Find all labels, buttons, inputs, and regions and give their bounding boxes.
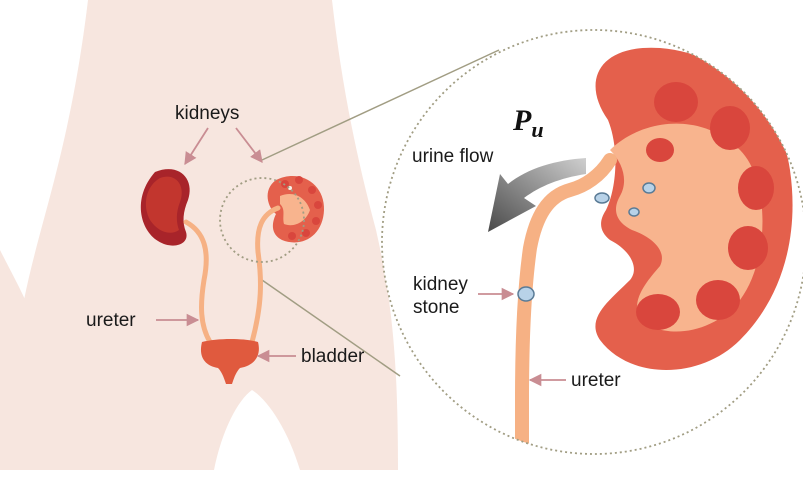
label-kidney-stone-line1: kidney <box>413 273 468 296</box>
label-kidney-stone: kidney stone <box>413 273 468 319</box>
ureter-stone <box>518 287 534 301</box>
pressure-symbol: P <box>513 104 531 137</box>
pressure-subscript: u <box>531 117 543 142</box>
label-ureter-left: ureter <box>86 311 136 330</box>
label-urine-flow: urine flow <box>412 147 493 166</box>
body-silhouette <box>22 0 398 470</box>
label-bladder: bladder <box>301 347 364 366</box>
pressure-label: Pu <box>513 106 544 141</box>
label-kidney-stone-line2: stone <box>413 296 468 319</box>
label-ureter-right: ureter <box>571 371 621 390</box>
label-kidneys: kidneys <box>175 104 239 123</box>
